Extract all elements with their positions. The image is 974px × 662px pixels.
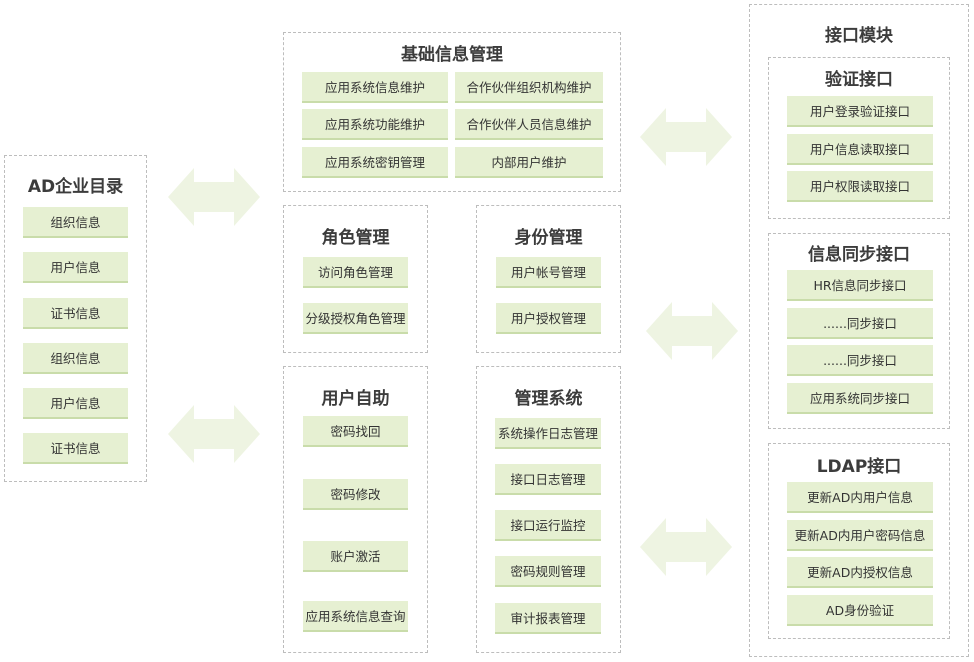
double-arrow-icon: [640, 108, 732, 166]
management-system-item: 接口日志管理: [495, 464, 601, 495]
basic-info-item: 合作伙伴人员信息维护: [455, 109, 603, 140]
sync-interface-title: 信息同步接口: [808, 245, 910, 265]
interface-module-title: 接口模块: [825, 26, 893, 46]
ad-item: 用户信息: [23, 388, 128, 419]
ldap-interface-item: 更新AD内用户信息: [787, 482, 933, 513]
self-service-item: 密码找回: [303, 416, 408, 447]
role-mgmt-item: 访问角色管理: [303, 257, 408, 288]
ad-item: 证书信息: [23, 298, 128, 329]
self-service-panel: 用户自助 密码找回 密码修改 账户激活 应用系统信息查询: [283, 366, 428, 653]
basic-info-item: 应用系统密钥管理: [302, 147, 448, 178]
auth-interface-item: 用户登录验证接口: [787, 96, 933, 127]
self-service-item: 应用系统信息查询: [303, 601, 408, 632]
sync-interface-item: HR信息同步接口: [787, 270, 933, 301]
auth-interface-item: 用户信息读取接口: [787, 134, 933, 165]
basic-info-panel: 基础信息管理 应用系统信息维护 合作伙伴组织机构维护 应用系统功能维护 合作伙伴…: [283, 32, 621, 192]
self-service-title: 用户自助: [321, 389, 390, 409]
ldap-interface-item: AD身份验证: [787, 595, 933, 626]
sync-interface-item: ......同步接口: [787, 308, 933, 339]
sync-interface-item: ......同步接口: [787, 345, 933, 376]
identity-mgmt-panel: 身份管理 用户帐号管理 用户授权管理: [476, 205, 621, 353]
management-system-item: 密码规则管理: [495, 556, 601, 587]
ad-item: 组织信息: [23, 207, 128, 238]
ldap-interface-item: 更新AD内授权信息: [787, 557, 933, 588]
role-mgmt-title: 角色管理: [321, 228, 390, 248]
basic-info-item: 应用系统功能维护: [302, 109, 448, 140]
basic-info-title: 基础信息管理: [401, 45, 503, 65]
double-arrow-icon: [168, 168, 260, 226]
double-arrow-icon: [168, 405, 260, 463]
self-service-item: 密码修改: [303, 479, 408, 510]
basic-info-item: 内部用户维护: [455, 147, 603, 178]
double-arrow-icon: [646, 302, 738, 360]
basic-info-item: 合作伙伴组织机构维护: [455, 72, 603, 103]
double-arrow-icon: [640, 518, 732, 576]
identity-mgmt-item: 用户帐号管理: [496, 257, 601, 288]
ldap-interface-panel: LDAP接口 更新AD内用户信息 更新AD内用户密码信息 更新AD内授权信息 A…: [768, 443, 950, 639]
auth-interface-title: 验证接口: [825, 70, 893, 90]
identity-mgmt-title: 身份管理: [514, 228, 583, 248]
ldap-interface-item: 更新AD内用户密码信息: [787, 520, 933, 551]
ad-item: 用户信息: [23, 252, 128, 283]
ad-item: 证书信息: [23, 433, 128, 464]
ad-item: 组织信息: [23, 343, 128, 374]
identity-mgmt-item: 用户授权管理: [496, 303, 601, 334]
self-service-item: 账户激活: [303, 541, 408, 572]
role-mgmt-panel: 角色管理 访问角色管理 分级授权角色管理: [283, 205, 428, 353]
auth-interface-item: 用户权限读取接口: [787, 171, 933, 202]
sync-interface-panel: 信息同步接口 HR信息同步接口 ......同步接口 ......同步接口 应用…: [768, 233, 950, 429]
interface-module-panel: 接口模块 验证接口 用户登录验证接口 用户信息读取接口 用户权限读取接口 信息同…: [749, 4, 969, 657]
ldap-interface-title: LDAP接口: [816, 457, 902, 477]
management-system-panel: 管理系统 系统操作日志管理 接口日志管理 接口运行监控 密码规则管理 审计报表管…: [476, 366, 621, 653]
role-mgmt-item: 分级授权角色管理: [303, 303, 408, 334]
ad-directory-title: AD企业目录: [27, 177, 124, 197]
auth-interface-panel: 验证接口 用户登录验证接口 用户信息读取接口 用户权限读取接口: [768, 57, 950, 219]
ad-directory-panel: AD企业目录 组织信息 用户信息 证书信息 组织信息 用户信息 证书信息: [4, 155, 147, 482]
management-system-item: 接口运行监控: [495, 510, 601, 541]
basic-info-item: 应用系统信息维护: [302, 72, 448, 103]
management-system-title: 管理系统: [514, 389, 583, 409]
management-system-item: 系统操作日志管理: [495, 418, 601, 449]
sync-interface-item: 应用系统同步接口: [787, 383, 933, 414]
management-system-item: 审计报表管理: [495, 603, 601, 634]
